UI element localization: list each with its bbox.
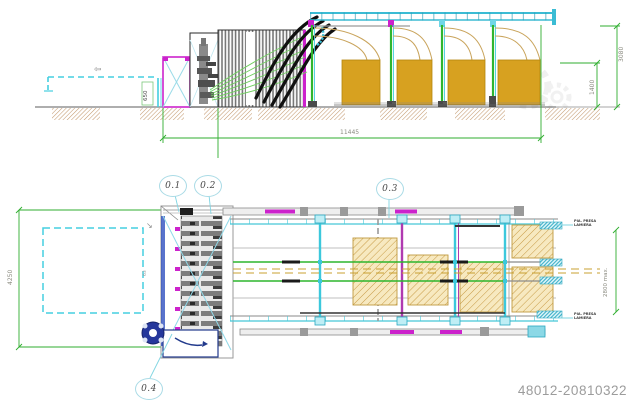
pallet-corner-arrow-icon: ↘ bbox=[146, 221, 153, 230]
side-ground bbox=[35, 106, 600, 120]
side-dim-650-box bbox=[141, 81, 154, 106]
balloon-leader-lines bbox=[149, 194, 573, 379]
balloon-station-02: 0.2 bbox=[194, 175, 222, 197]
pickup-label-top-line2: LAMIERA bbox=[574, 223, 592, 228]
plan-conveyor-frame bbox=[222, 206, 558, 338]
side-infeed-platform bbox=[44, 76, 162, 107]
side-dim-650-label: 650 bbox=[143, 90, 149, 102]
side-stack-bays bbox=[313, 27, 545, 106]
plan-dim-4250-label: 4250 bbox=[7, 269, 14, 285]
pickup-label-top-line1: PIA. PRESA bbox=[574, 219, 597, 223]
side-overhead-rail bbox=[308, 9, 556, 107]
pickup-label-bottom: PIA. PRESA LAMIERA bbox=[574, 312, 596, 320]
plan-machine-block bbox=[141, 205, 234, 359]
pickup-label-top: PIA. PRESA LAMIERA bbox=[574, 219, 596, 227]
balloon-station-01: 0.1 bbox=[159, 175, 187, 197]
watermark-id: 48012-20810322 bbox=[517, 383, 627, 398]
pickup-label-bottom-line2: LAMIERA bbox=[574, 316, 592, 321]
plan-conveyor-lines bbox=[233, 221, 600, 319]
balloon-station-03: 0.3 bbox=[376, 178, 404, 200]
side-dim-11445-label: 11445 bbox=[340, 129, 360, 136]
infeed-direction-arrow-icon: ⇦ bbox=[94, 65, 102, 75]
plan-dim-2800-label: 2800 max. bbox=[603, 267, 609, 297]
plan-dim-63-label: 63 bbox=[143, 270, 148, 276]
plan-dimension-lines bbox=[15, 206, 620, 351]
side-dim-3080-label: 3080 bbox=[618, 46, 625, 62]
side-dim-1400-label: 1400 bbox=[589, 79, 596, 95]
pickup-label-bottom-line1: PIA. PRESA bbox=[574, 312, 597, 316]
balloon-station-04: 0.4 bbox=[135, 378, 163, 400]
side-dimension-lines bbox=[159, 22, 621, 158]
plan-pallet-outline bbox=[42, 227, 144, 314]
